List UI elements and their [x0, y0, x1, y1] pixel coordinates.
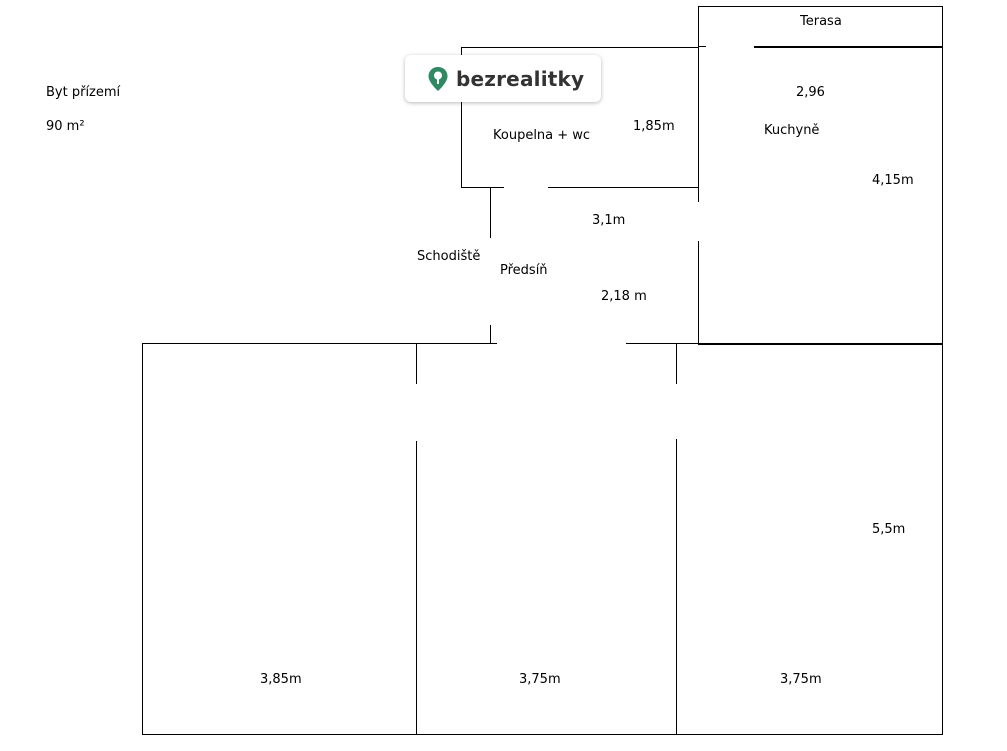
- kitchen-wall-bottom: [698, 343, 943, 345]
- terrace-divider-right: [754, 46, 943, 48]
- rooms-wall-top-left: [142, 343, 497, 344]
- bathroom-wall-bottom-right: [548, 187, 698, 188]
- terrace-divider-left: [698, 46, 706, 47]
- map-pin-icon: [428, 66, 448, 91]
- terrace-wall-right: [942, 6, 943, 344]
- dim-hallway-width: 3,1m: [592, 213, 626, 228]
- dim-hallway-depth: 2,18 m: [601, 289, 647, 304]
- kitchen-wall-left-lower: [698, 241, 699, 344]
- bathroom-wall-bottom-left: [461, 187, 504, 188]
- room-divider-1-lower: [416, 441, 417, 735]
- bathroom-wall-left: [461, 47, 462, 188]
- hallway-wall-left-upper: [490, 188, 491, 238]
- bezrealitky-logo: bezrealitky: [405, 55, 601, 102]
- dim-bathroom-width: 1,85m: [633, 119, 675, 134]
- dim-kitchen-depth: 4,15m: [872, 173, 914, 188]
- room-divider-1-upper: [416, 343, 417, 384]
- dim-room3-width: 3,75m: [780, 672, 822, 687]
- room-label-bathroom: Koupelna + wc: [493, 128, 591, 143]
- logo-wordmark: bezrealitky: [456, 66, 585, 91]
- room-label-hallway: Předsíň: [500, 263, 548, 278]
- rooms-wall-right: [942, 343, 943, 735]
- dim-room2-width: 3,75m: [519, 672, 561, 687]
- bathroom-wall-top: [461, 47, 698, 48]
- rooms-wall-top-right: [626, 343, 943, 344]
- room-label-staircase: Schodiště: [417, 249, 481, 264]
- dim-room1-width: 3,85m: [260, 672, 302, 687]
- dim-room-depth: 5,5m: [872, 522, 906, 537]
- dim-terrace-width: 2,96: [796, 85, 825, 100]
- kitchen-wall-left-upper: [698, 6, 699, 202]
- room-label-kitchen: Kuchyně: [764, 123, 820, 138]
- room-divider-2-lower: [676, 439, 677, 735]
- plan-title: Byt přízemí: [46, 85, 121, 100]
- terrace-wall-top: [698, 6, 943, 7]
- rooms-wall-bottom: [142, 734, 943, 735]
- plan-area: 90 m²: [46, 119, 85, 134]
- room-divider-2-upper: [676, 343, 677, 384]
- rooms-wall-left: [142, 343, 143, 735]
- hallway-wall-left-lower: [490, 325, 491, 344]
- room-label-terrace: Terasa: [800, 14, 842, 29]
